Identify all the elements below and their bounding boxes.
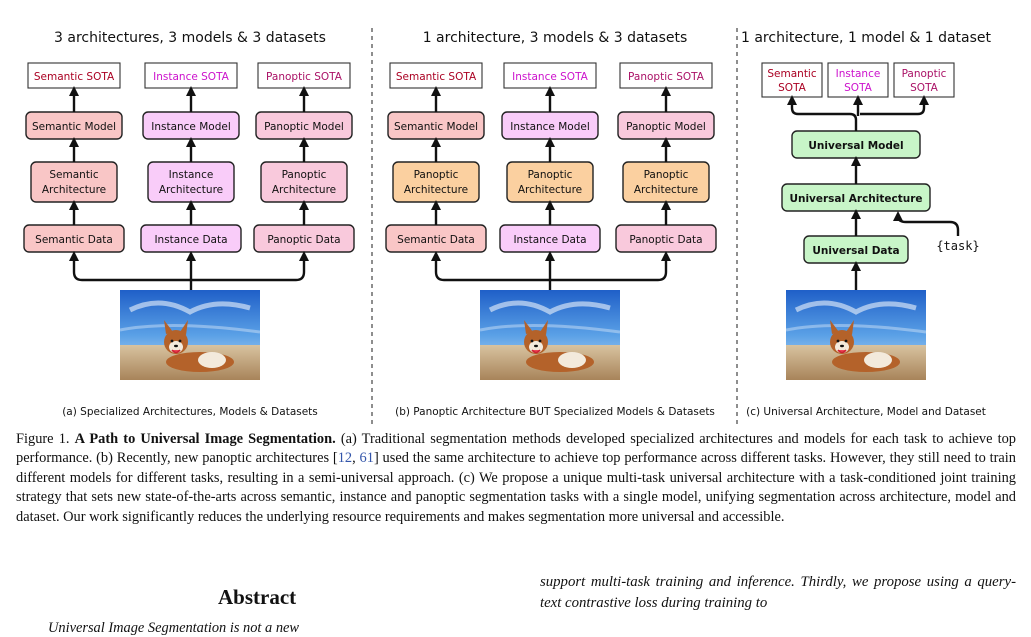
- panel-a-header: 3 architectures, 3 models & 3 datasets: [54, 30, 326, 46]
- svg-text:Panoptic: Panoptic: [414, 169, 459, 181]
- figure-caption-text-2: ] used the same architecture to achieve …: [16, 450, 1017, 525]
- svg-text:Semantic: Semantic: [49, 169, 98, 181]
- panel-c-header: 1 architecture, 1 model & 1 dataset: [741, 30, 992, 46]
- svg-text:Semantic: Semantic: [767, 68, 816, 80]
- panel-a-sota-semantic: Semantic SOTA: [27, 62, 121, 89]
- panel-c-universal-data: Universal Data: [803, 235, 909, 264]
- svg-text:Instance Data: Instance Data: [513, 234, 586, 246]
- svg-text:Instance Model: Instance Model: [151, 121, 231, 133]
- panel-a: 3 architectures, 3 models & 3 datasets S…: [23, 30, 355, 418]
- svg-text:Panoptic: Panoptic: [644, 169, 689, 181]
- svg-text:Panoptic SOTA: Panoptic SOTA: [266, 71, 343, 83]
- svg-text:Instance: Instance: [169, 169, 214, 181]
- svg-text:Semantic SOTA: Semantic SOTA: [34, 71, 115, 83]
- svg-text:Instance SOTA: Instance SOTA: [153, 71, 230, 83]
- svg-text:Instance Data: Instance Data: [154, 234, 227, 246]
- svg-text:Architecture: Architecture: [634, 184, 698, 196]
- panel-b-image: [480, 290, 620, 380]
- panel-b-sota-semantic: Semantic SOTA: [389, 62, 483, 89]
- panel-a-caption: (a) Specialized Architectures, Models & …: [62, 406, 318, 418]
- panel-b-data-semantic: Semantic Data: [385, 224, 487, 253]
- svg-text:Semantic Data: Semantic Data: [35, 234, 113, 246]
- panel-b-arch-3: Panoptic Architecture: [622, 161, 710, 203]
- panel-c-sota-semantic: Semantic SOTA: [761, 62, 823, 98]
- panel-a-data-semantic: Semantic Data: [23, 224, 125, 253]
- figure-caption: Figure 1. A Path to Universal Image Segm…: [16, 430, 1016, 527]
- svg-text:Panoptic: Panoptic: [282, 169, 327, 181]
- svg-text:Architecture: Architecture: [42, 184, 106, 196]
- panel-b-model-instance: Instance Model: [501, 111, 599, 140]
- svg-text:Instance Model: Instance Model: [510, 121, 590, 133]
- svg-text:Universal Data: Universal Data: [812, 245, 899, 257]
- panel-a-arch-semantic: Semantic Architecture: [30, 161, 118, 203]
- panel-a-data-panoptic: Panoptic Data: [253, 224, 355, 253]
- citation-link[interactable]: 61: [359, 450, 374, 467]
- panel-a-arch-instance: Instance Architecture: [147, 161, 235, 203]
- right-column-text: support multi-task training and inferenc…: [540, 574, 1016, 611]
- panel-a-model-instance: Instance Model: [142, 111, 240, 140]
- panel-c-universal-model: Universal Model: [791, 130, 921, 159]
- panel-a-sota-panoptic: Panoptic SOTA: [257, 62, 351, 89]
- panel-a-arch-panoptic: Panoptic Architecture: [260, 161, 348, 203]
- panel-a-arrows: [69, 86, 309, 290]
- svg-text:Architecture: Architecture: [404, 184, 468, 196]
- panel-b-model-semantic: Semantic Model: [387, 111, 485, 140]
- figure-caption-text-1: (a) Traditional segmentation methods dev…: [16, 431, 1016, 467]
- panel-b-data-panoptic: Panoptic Data: [615, 224, 717, 253]
- svg-text:Universal Model: Universal Model: [808, 140, 903, 152]
- citation-link[interactable]: 12: [337, 450, 353, 467]
- panel-b-sota-panoptic: Panoptic SOTA: [619, 62, 713, 89]
- panel-a-sota-instance: Instance SOTA: [144, 62, 238, 89]
- panel-c-arrows: [787, 95, 960, 290]
- panel-b-data-instance: Instance Data: [499, 224, 601, 253]
- svg-text:Semantic SOTA: Semantic SOTA: [396, 71, 477, 83]
- panel-a-model-semantic: Semantic Model: [25, 111, 123, 140]
- panel-b-arch-2: Panoptic Architecture: [506, 161, 594, 203]
- panel-c-sota-panoptic: Panoptic SOTA: [893, 62, 955, 98]
- panel-a-model-panoptic: Panoptic Model: [255, 111, 353, 140]
- panel-b-arrows: [431, 86, 671, 290]
- panel-b-arch-1: Panoptic Architecture: [392, 161, 480, 203]
- panel-b-caption: (b) Panoptic Architecture BUT Specialize…: [395, 406, 715, 418]
- svg-text:Panoptic Data: Panoptic Data: [267, 234, 340, 246]
- svg-text:Semantic Model: Semantic Model: [32, 121, 116, 133]
- panel-c: 1 architecture, 1 model & 1 dataset Sema…: [741, 30, 992, 418]
- svg-text:Universal Architecture: Universal Architecture: [789, 193, 922, 205]
- svg-text:Panoptic: Panoptic: [902, 68, 947, 80]
- svg-text:SOTA: SOTA: [844, 82, 873, 94]
- figure-diagram: 3 architectures, 3 models & 3 datasets S…: [23, 28, 992, 425]
- svg-text:SOTA: SOTA: [778, 82, 807, 94]
- svg-text:SOTA: SOTA: [910, 82, 939, 94]
- abstract-first-line: Universal Image Segmentation is not a ne…: [48, 620, 299, 636]
- panel-c-caption: (c) Universal Architecture, Model and Da…: [746, 406, 986, 418]
- svg-text:Semantic Data: Semantic Data: [397, 234, 475, 246]
- svg-text:Semantic Model: Semantic Model: [394, 121, 478, 133]
- svg-text:Panoptic Model: Panoptic Model: [264, 121, 344, 133]
- svg-text:Architecture: Architecture: [159, 184, 223, 196]
- svg-text:Panoptic Model: Panoptic Model: [626, 121, 706, 133]
- panel-b: 1 architecture, 3 models & 3 datasets Se…: [385, 30, 717, 418]
- panel-c-task-token: {task}: [936, 239, 979, 253]
- citation-separator: ,: [352, 450, 360, 467]
- panel-c-sota-instance: Instance SOTA: [827, 62, 889, 98]
- svg-text:Architecture: Architecture: [272, 184, 336, 196]
- svg-text:Instance: Instance: [836, 68, 881, 80]
- figure-title: A Path to Universal Image Segmentation.: [74, 431, 336, 447]
- panel-b-sota-instance: Instance SOTA: [503, 62, 597, 89]
- panel-b-header: 1 architecture, 3 models & 3 datasets: [423, 30, 688, 46]
- svg-text:Panoptic: Panoptic: [528, 169, 573, 181]
- panel-b-model-panoptic: Panoptic Model: [617, 111, 715, 140]
- abstract-heading: Abstract: [218, 585, 297, 609]
- panel-c-universal-architecture: Universal Architecture: [781, 183, 931, 212]
- svg-text:Panoptic Data: Panoptic Data: [629, 234, 702, 246]
- svg-text:Architecture: Architecture: [518, 184, 582, 196]
- svg-text:Panoptic SOTA: Panoptic SOTA: [628, 71, 705, 83]
- panel-a-image: [120, 290, 260, 380]
- svg-text:Instance SOTA: Instance SOTA: [512, 71, 589, 83]
- panel-a-data-instance: Instance Data: [140, 224, 242, 253]
- panel-c-image: [786, 290, 926, 380]
- figure-label: Figure 1.: [16, 431, 70, 447]
